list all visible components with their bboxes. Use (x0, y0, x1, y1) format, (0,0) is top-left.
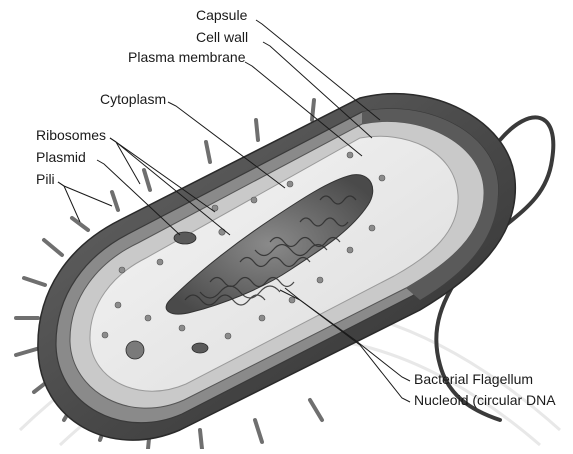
label-cytoplasm: Cytoplasm (100, 91, 166, 107)
label-capsule: Capsule (196, 7, 248, 23)
label-cell-wall: Cell wall (196, 29, 248, 45)
label-ribosomes: Ribosomes (36, 127, 106, 143)
label-nucleoid: Nucleoid (circular DNA (414, 392, 556, 408)
label-pili: Pili (36, 171, 55, 187)
label-flagellum: Bacterial Flagellum (414, 371, 533, 387)
label-plasmid: Plasmid (36, 149, 86, 165)
label-plasma-membrane: Plasma membrane (128, 49, 246, 65)
